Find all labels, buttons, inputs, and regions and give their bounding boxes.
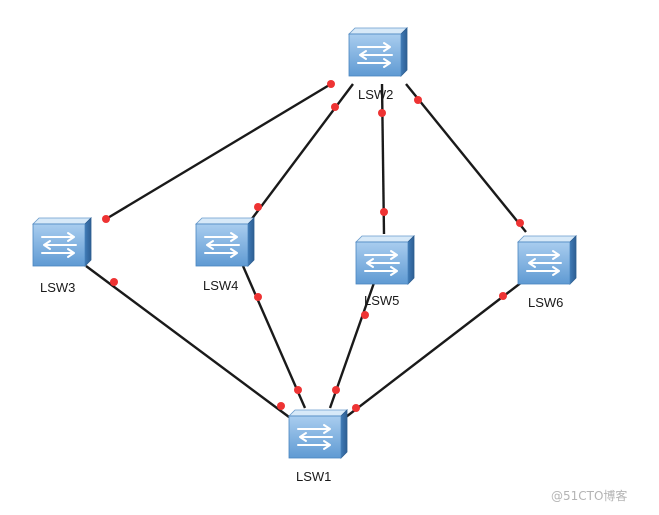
switch-icon[interactable] [195, 217, 255, 267]
switch-lsw5[interactable]: LSW5 [355, 235, 415, 308]
switch-icon[interactable] [355, 235, 415, 285]
switch-label: LSW6 [528, 295, 563, 310]
switch-label: LSW4 [203, 278, 238, 293]
switch-lsw3[interactable]: LSW3 [32, 217, 92, 295]
watermark-text: @51CTO博客 [551, 488, 627, 503]
port-dot-lsw1 [332, 386, 340, 394]
switch-lsw4[interactable]: LSW4 [195, 217, 255, 293]
switch-lsw2[interactable]: LSW2 [348, 27, 408, 102]
switch-icon[interactable] [32, 217, 92, 267]
port-dot-lsw3 [110, 278, 118, 286]
links-layer [85, 80, 536, 421]
port-dot-lsw2 [378, 109, 386, 117]
switch-label: LSW5 [364, 293, 399, 308]
port-dot-lsw1 [294, 386, 302, 394]
port-dot-lsw6 [499, 292, 507, 300]
switch-label: LSW1 [296, 469, 331, 484]
switch-label: LSW3 [40, 280, 75, 295]
switch-icon[interactable] [517, 235, 577, 285]
port-dot-lsw2 [331, 103, 339, 111]
link-lsw2-lsw3[interactable] [105, 82, 332, 221]
link-lsw3-lsw1[interactable] [85, 265, 290, 418]
port-dot-lsw3 [102, 215, 110, 223]
port-dot-lsw2 [327, 80, 335, 88]
port-dot-lsw4 [254, 293, 262, 301]
link-lsw2-lsw6[interactable] [405, 83, 527, 233]
link-lsw4-lsw1[interactable] [241, 265, 307, 409]
port-dot-lsw5 [380, 208, 388, 216]
switch-lsw1[interactable]: LSW1 [288, 409, 348, 484]
switch-icon[interactable] [288, 409, 348, 459]
port-dot-lsw5 [361, 311, 369, 319]
switch-icon[interactable] [348, 27, 408, 77]
port-dot-lsw1 [277, 402, 285, 410]
port-dot-lsw1 [352, 404, 360, 412]
switch-label: LSW2 [358, 87, 393, 102]
port-dot-lsw2 [414, 96, 422, 104]
switch-lsw6[interactable]: LSW6 [517, 235, 577, 310]
port-dot-lsw6 [516, 219, 524, 227]
port-dot-lsw4 [254, 203, 262, 211]
